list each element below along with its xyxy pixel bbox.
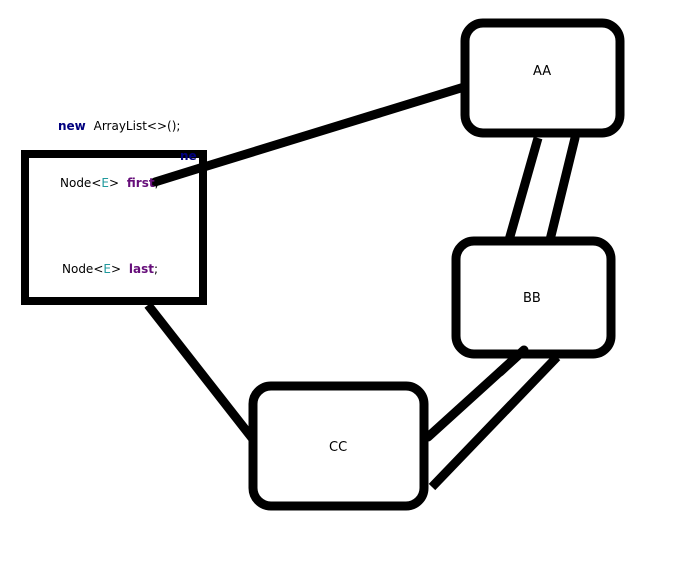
first-field-semicolon: ; — [155, 176, 159, 190]
first-field-type: Node — [60, 176, 91, 190]
last-field-name: last — [129, 262, 154, 276]
clipped-new-fragment: ne — [180, 149, 197, 163]
constructor-code: new ArrayList<>(); — [58, 119, 180, 133]
node-aa-label: AA — [533, 64, 551, 79]
first-field-name: first — [127, 176, 155, 190]
last-field-gt: > — [111, 262, 121, 276]
last-field-type: Node — [62, 262, 93, 276]
first-field-code: Node<E> first; — [60, 176, 159, 190]
first-field-gt: > — [109, 176, 119, 190]
aa-to-bb-line-right — [544, 133, 580, 249]
last-field-code: Node<E> last; — [62, 262, 158, 276]
first-field-lt: < — [91, 176, 101, 190]
first-pointer-line — [150, 67, 518, 187]
node-cc-box — [248, 381, 429, 511]
new-keyword: new — [58, 119, 86, 133]
node-bb-box — [451, 236, 616, 359]
last-field-semicolon: ; — [154, 262, 158, 276]
node-aa-box — [460, 18, 625, 138]
last-field-lt: < — [93, 262, 103, 276]
bb-to-cc-line-lower — [428, 353, 561, 491]
last-field-type-param: E — [103, 262, 111, 276]
arraylist-call: ArrayList<>(); — [94, 119, 181, 133]
first-pointer-line-tip — [150, 163, 205, 187]
last-pointer-line — [144, 302, 256, 441]
node-bb-label: BB — [523, 291, 541, 306]
first-field-type-param: E — [101, 176, 109, 190]
bb-to-cc-line-upper-tip — [495, 345, 529, 377]
aa-to-bb-line-left — [504, 136, 543, 242]
node-cc-label: CC — [329, 440, 347, 455]
